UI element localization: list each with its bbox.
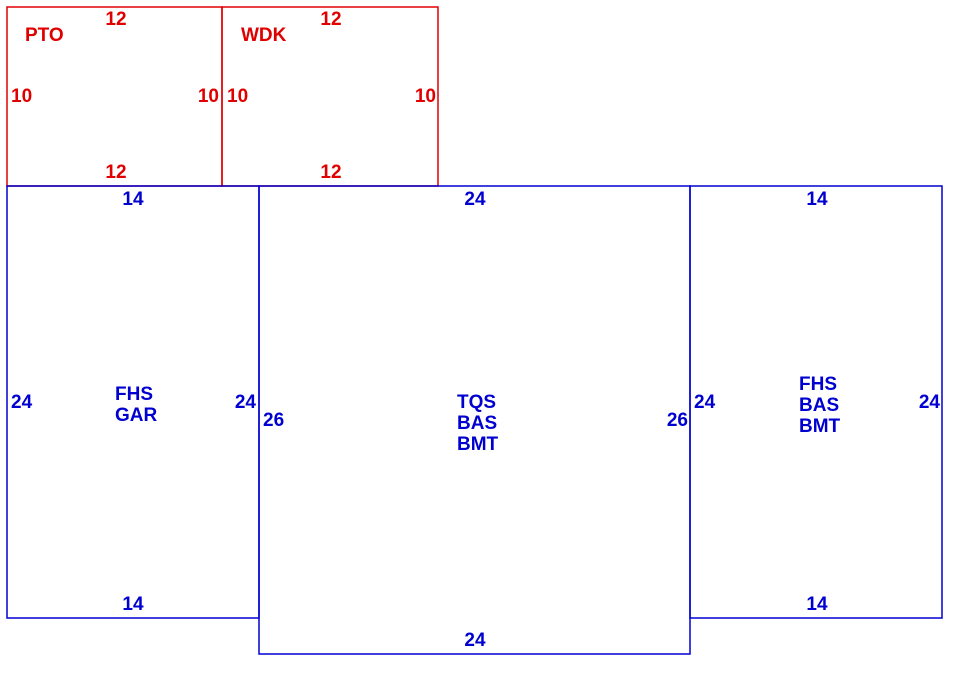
area-center-left-dimension: 26 (263, 410, 284, 431)
area-right-wing-right-dimension: 24 (919, 392, 941, 413)
area-wdk-code: WDK (241, 25, 287, 46)
area-center-top-dimension: 24 (464, 189, 486, 210)
area-left-wing-code-2: GAR (115, 405, 158, 426)
area-left-wing-bottom-dimension: 14 (122, 594, 144, 615)
area-center-code-2: BAS (457, 413, 497, 434)
area-left-wing-left-dimension: 24 (11, 392, 33, 413)
area-left-wing-right-dimension: 24 (235, 392, 257, 413)
area-right-wing-code-1: FHS (799, 374, 837, 395)
area-wdk-right-dimension: 10 (415, 86, 436, 107)
area-wdk-bottom-dimension: 12 (320, 162, 341, 183)
area-left-wing: FHS GAR 14 14 24 24 (6, 185, 260, 619)
area-center-code-3: BMT (457, 434, 499, 455)
area-center-bottom-dimension: 24 (464, 630, 486, 651)
area-left-wing-top-dimension: 14 (122, 189, 144, 210)
area-pto-top-dimension: 12 (105, 9, 126, 30)
area-right-wing-code-3: BMT (799, 416, 841, 437)
area-pto-right-dimension: 10 (198, 86, 219, 107)
area-pto: PTO 12 12 10 10 (6, 6, 223, 187)
area-pto-left-dimension: 10 (11, 86, 32, 107)
area-right-wing-outline (689, 185, 943, 619)
area-right-wing-code-2: BAS (799, 395, 839, 416)
area-right-wing-bottom-dimension: 14 (806, 594, 828, 615)
area-wdk-top-dimension: 12 (320, 9, 341, 30)
area-wdk-left-dimension: 10 (227, 86, 248, 107)
area-center: TQS BAS BMT 24 24 26 26 (258, 185, 691, 655)
area-pto-bottom-dimension: 12 (105, 162, 126, 183)
area-left-wing-code-1: FHS (115, 384, 153, 405)
area-pto-code: PTO (25, 25, 64, 46)
area-center-right-dimension: 26 (667, 410, 688, 431)
area-right-wing: FHS BAS BMT 14 14 24 24 (689, 185, 943, 619)
area-wdk: WDK 12 12 10 10 (221, 6, 439, 187)
area-center-code-1: TQS (457, 392, 496, 413)
area-right-wing-top-dimension: 14 (806, 189, 828, 210)
area-right-wing-left-dimension: 24 (694, 392, 716, 413)
